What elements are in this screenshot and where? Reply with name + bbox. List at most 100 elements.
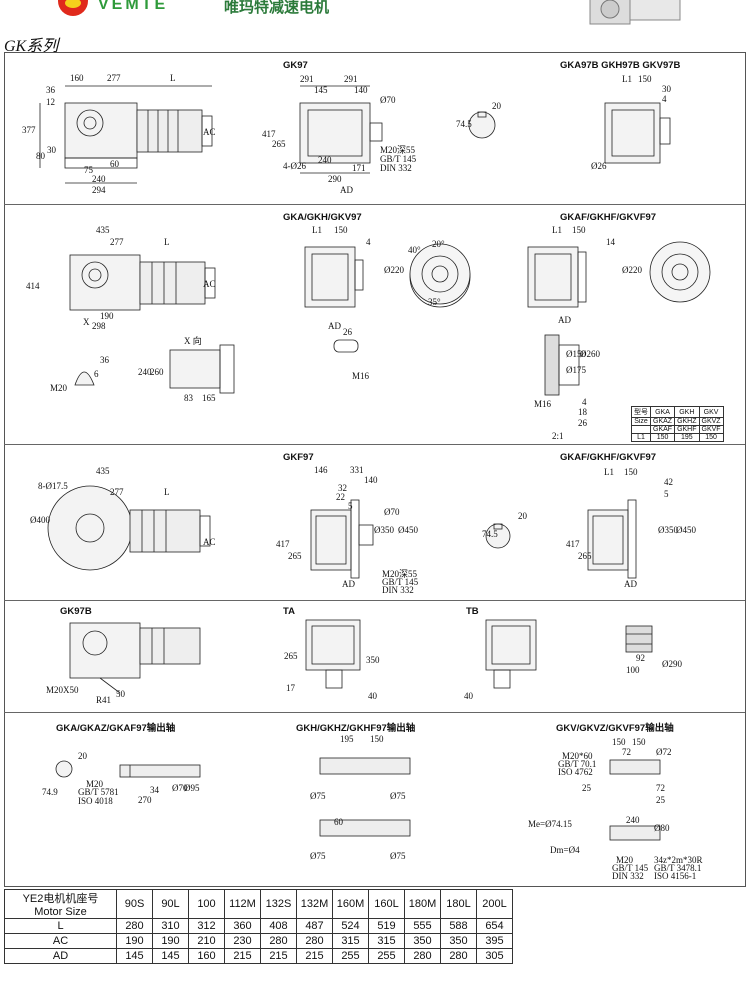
key-section-view xyxy=(468,111,496,139)
dim-label: 22 xyxy=(336,492,345,502)
dim-label: 377 xyxy=(22,125,36,135)
dim-label: Ø350 xyxy=(374,525,394,535)
dim-label: 150 xyxy=(612,737,626,747)
dim-label: GB/T 70.1 xyxy=(558,759,597,769)
title-ta: TA xyxy=(283,606,295,617)
dim-label: 80 xyxy=(36,151,45,161)
dim-label: 20 xyxy=(518,511,527,521)
dim-label: 74.5 xyxy=(482,529,498,539)
dim-label: AD xyxy=(328,321,341,331)
dim-label: 290 xyxy=(328,174,342,184)
dim-label: 146 xyxy=(314,465,328,475)
dim-label: AC xyxy=(203,537,216,547)
dim-label: X xyxy=(83,317,90,327)
dim-label: L xyxy=(164,237,170,247)
x-direction-label: X 向 xyxy=(184,336,202,346)
dim-label: GB/T 145 xyxy=(380,154,417,164)
dim-label: 270 xyxy=(138,795,152,805)
dim-label: 34 xyxy=(150,785,159,795)
dim-label: 277 xyxy=(107,73,121,83)
size-cell: 160M xyxy=(332,889,369,919)
key-section-view-2 xyxy=(485,523,511,549)
dim-label: 5 xyxy=(664,489,669,499)
size-cell: 132S xyxy=(260,889,297,919)
size-cell: 132M xyxy=(296,889,333,919)
dim-label: 4 xyxy=(662,94,667,104)
dim-label: M16 xyxy=(534,399,552,409)
dim-label: 36 xyxy=(100,355,109,365)
dim-label: 160 xyxy=(70,73,84,83)
dim-label: 195 xyxy=(340,734,354,744)
dim-label: 150 xyxy=(572,225,586,235)
size-cell: 180M xyxy=(404,889,441,919)
dim-label: 30 xyxy=(662,84,671,94)
dim-label: 4-Ø26 xyxy=(283,161,306,171)
section-divider xyxy=(4,204,745,205)
dim-label: Ø70 xyxy=(172,783,188,793)
section-divider xyxy=(4,712,745,713)
dim-label: 150 xyxy=(624,467,638,477)
dim-label: Ø75 xyxy=(390,791,406,801)
dim-label: 265 xyxy=(578,551,592,561)
dim-label: 8-Ø17.5 xyxy=(38,481,68,491)
dim-label: 150 xyxy=(370,734,384,744)
dim-label: 190 xyxy=(100,311,114,321)
dim-label: 100 xyxy=(626,665,640,675)
gkaf97-flange-front-view xyxy=(587,499,637,579)
dim-label: ISO 4762 xyxy=(558,767,593,777)
dim-label: 417 xyxy=(262,129,276,139)
brand-name: VEMTE xyxy=(98,0,169,13)
dim-label: 294 xyxy=(92,185,106,195)
size-cell: 100 xyxy=(188,889,225,919)
dim-label: M16 xyxy=(352,371,370,381)
dim-label: 414 xyxy=(26,281,40,291)
dim-label: Ø70 xyxy=(380,95,396,105)
dim-label: M20X50 xyxy=(46,685,79,695)
dim-label: 20 xyxy=(78,751,87,761)
gkh-output-shaft-drawing xyxy=(319,757,411,837)
dim-label: M20深55 xyxy=(380,145,416,155)
title-gkh-output-shaft: GKH/GKHZ/GKHF97输出轴 xyxy=(296,723,416,734)
dim-label: 34z*2m*30R xyxy=(654,855,703,865)
title-gkaf-gkhf-gkvf97: GKAF/GKHF/GKVF97 xyxy=(560,212,657,223)
dim-label: 291 xyxy=(344,74,358,84)
dim-label: Ø220 xyxy=(384,265,404,275)
title-tb: TB xyxy=(466,606,479,617)
dim-label: Ø175 xyxy=(566,365,586,375)
dim-label: L xyxy=(170,73,176,83)
dim-label: 92 xyxy=(636,653,645,663)
dim-label: 25 xyxy=(582,783,591,793)
dim-label: 60 xyxy=(110,159,119,169)
dim-label: 150 xyxy=(632,737,646,747)
ta-view xyxy=(305,619,361,689)
dim-label: Ø290 xyxy=(662,659,682,669)
dim-label: DIN 332 xyxy=(612,871,644,881)
dim-label: 40 xyxy=(368,691,377,701)
dim-label: Dm=Ø4 xyxy=(550,845,580,855)
lifting-eye-view xyxy=(74,371,95,386)
size-cell: 90S xyxy=(116,889,153,919)
dim-label: 150 xyxy=(334,225,348,235)
dim-label: GB/T 3478.1 xyxy=(654,863,702,873)
title-gkv-output-shaft: GKV/GKVZ/GKVF97输出轴 xyxy=(556,723,674,734)
dim-label: M20*60 xyxy=(562,751,593,761)
brand-logo xyxy=(58,0,88,16)
dim-label: Ø72 xyxy=(656,747,672,757)
dim-label: Ø75 xyxy=(310,851,326,861)
dim-label: L xyxy=(164,487,170,497)
torque-arm-bushing xyxy=(625,625,653,653)
dim-label: 277 xyxy=(110,237,124,247)
dim-label: 36 xyxy=(46,85,55,95)
dim-label: Ø450 xyxy=(676,525,696,535)
dim-label: L1 xyxy=(312,225,322,235)
title-gka97b: GKA97B GKH97B GKV97B xyxy=(560,60,681,71)
dim-label: 12 xyxy=(46,97,55,107)
dim-label: M20深55 xyxy=(382,569,418,579)
dim-label: 277 xyxy=(110,487,124,497)
dim-label: 240 xyxy=(138,367,152,377)
